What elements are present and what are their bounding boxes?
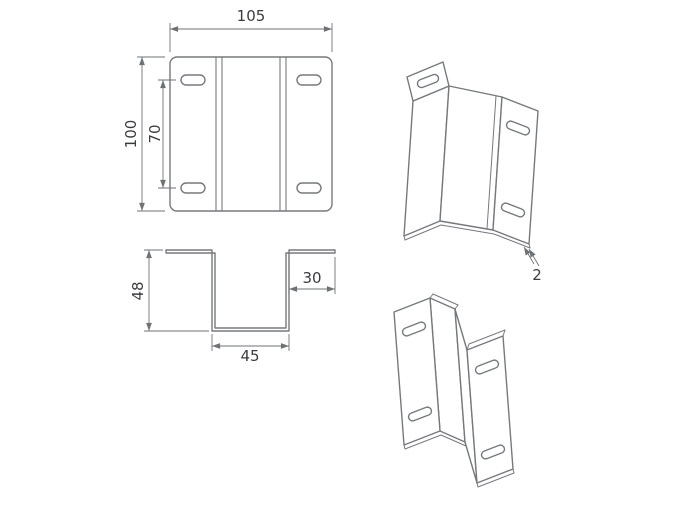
mounting-slot: [480, 444, 506, 460]
mounting-slot: [180, 182, 206, 194]
sheet-thickness-edge: [404, 434, 467, 450]
sheet-edge: [403, 444, 406, 450]
dim-channel-width: 45: [211, 334, 290, 365]
dim-label-overall-width: 105: [237, 7, 266, 25]
mounting-slot: [500, 202, 526, 218]
dim-label-channel-width: 45: [240, 347, 259, 365]
sheet-edge: [476, 482, 479, 488]
dim-profile-height: 48: [129, 249, 209, 332]
mounting-slot: [407, 406, 433, 422]
sheet-edge: [429, 293, 434, 299]
mounting-slot: [296, 182, 322, 194]
front-view: 105 100 70: [122, 7, 333, 212]
leader-line: [528, 248, 540, 267]
sheet-edge: [403, 235, 406, 241]
mounting-slot: [180, 74, 206, 86]
mounting-slot: [505, 120, 531, 136]
iso-view-lower: [393, 293, 515, 488]
dim-slot-spacing: 70: [146, 79, 176, 189]
plate-outline: [169, 56, 333, 212]
dim-flange-width: 30: [288, 257, 336, 294]
iso-view-upper: 2: [403, 61, 542, 284]
dim-overall-height: 100: [122, 56, 165, 212]
mounting-slot: [474, 359, 500, 375]
sheet-edge: [466, 343, 470, 351]
dim-label-sheet-thickness: 2: [532, 266, 542, 284]
profile-outline: [165, 249, 336, 332]
channel-bottom-face: [439, 85, 503, 231]
sheet-edge: [454, 304, 459, 310]
sheet-thickness-edge: [432, 293, 459, 306]
sheet-thickness-edge: [468, 329, 506, 345]
section-view: 48 30 45: [129, 249, 336, 365]
dim-overall-width: 105: [169, 7, 333, 52]
sheet-thickness-edge: [404, 224, 531, 249]
bend-line: [486, 95, 497, 230]
mounting-slot: [401, 321, 427, 337]
dim-label-flange-width: 30: [302, 269, 321, 287]
sheet-edge: [512, 468, 515, 474]
dim-sheet-thickness: 2: [523, 246, 542, 284]
dim-label-slot-spacing: 70: [146, 124, 164, 143]
sheet-edge: [502, 329, 506, 337]
mounting-slot: [296, 74, 322, 86]
dim-label-profile-height: 48: [129, 281, 147, 300]
sheet-edge: [464, 441, 467, 447]
dim-label-overall-height: 100: [122, 120, 140, 149]
sheet-thickness-edge: [477, 472, 515, 488]
mounting-slot: [416, 73, 440, 89]
